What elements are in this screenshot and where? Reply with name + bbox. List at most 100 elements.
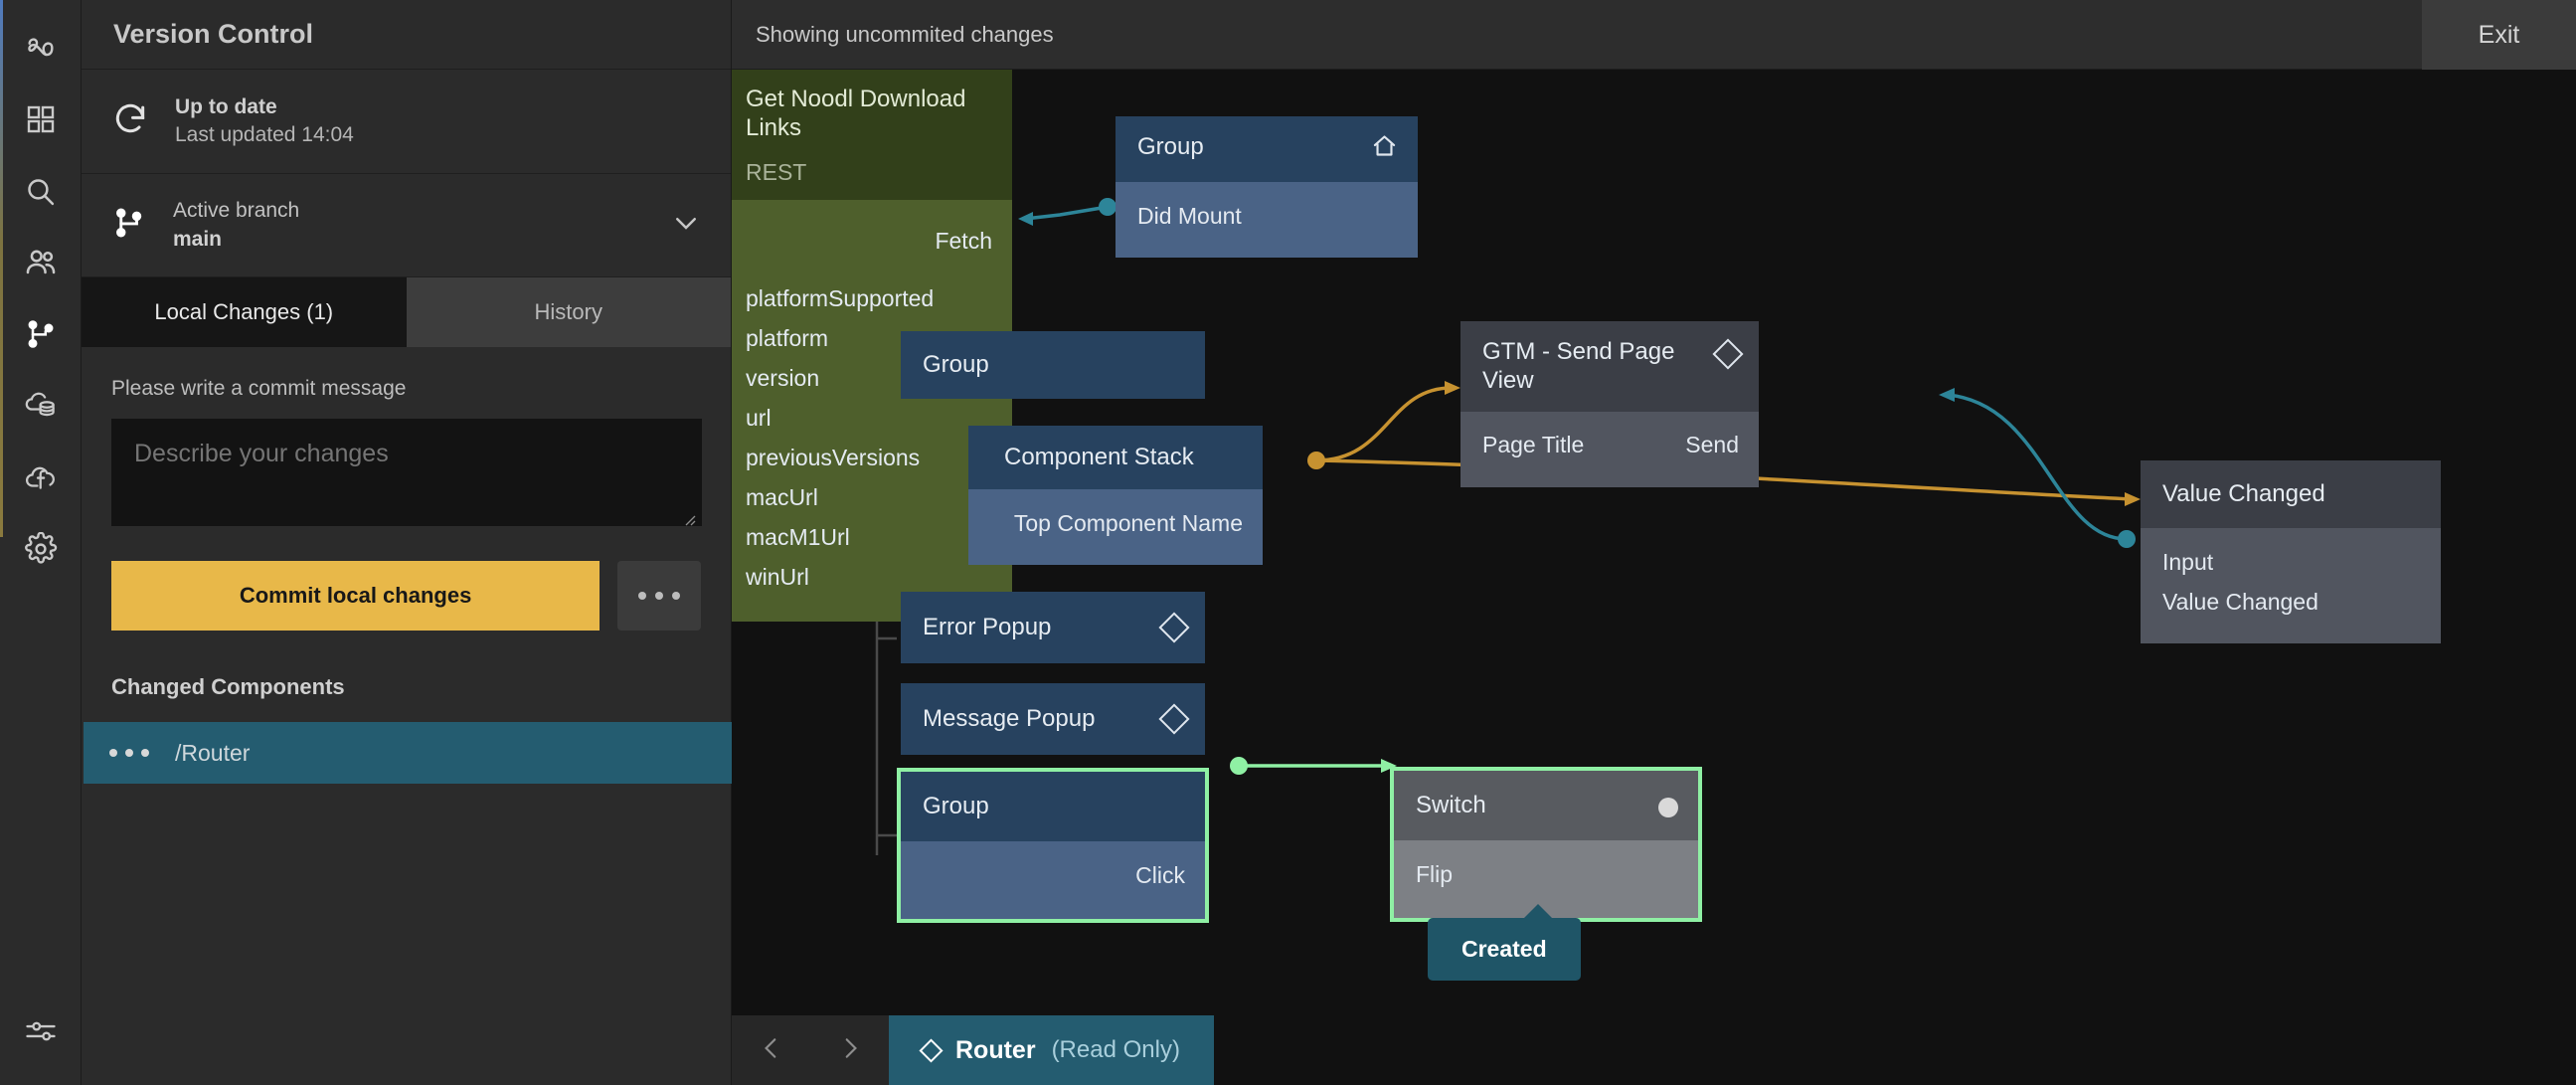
- active-branch-row[interactable]: Active branch main: [82, 174, 731, 277]
- list-item-router[interactable]: /Router: [84, 722, 732, 784]
- port-macUrl[interactable]: macUrl: [746, 484, 818, 511]
- sliders-icon[interactable]: [5, 995, 77, 1067]
- refresh-icon[interactable]: [111, 100, 149, 143]
- port-macM1Url[interactable]: macM1Url: [746, 524, 850, 551]
- dot: [141, 749, 149, 757]
- version-control-branch-icon[interactable]: [5, 298, 77, 370]
- more-options-icon[interactable]: [617, 561, 701, 631]
- read-only-badge: (Read Only): [1051, 1036, 1180, 1063]
- port-winUrl[interactable]: winUrl: [746, 564, 809, 591]
- search-icon[interactable]: [5, 155, 77, 227]
- node-title: Get Noodl Download Links: [746, 86, 966, 142]
- node-header: Group: [1116, 116, 1418, 183]
- diamond-icon: [1712, 338, 1744, 370]
- breadcrumb-item-router[interactable]: Router (Read Only): [889, 1015, 1214, 1085]
- node-header: Group: [901, 772, 1205, 841]
- node-header: Error Popup: [901, 592, 1205, 663]
- port-input[interactable]: Input: [2162, 548, 2214, 575]
- node-ports: Top Component Name: [968, 489, 1263, 565]
- list-item-label: /Router: [175, 739, 251, 766]
- node-value-changed[interactable]: Value Changed Input Value Changed: [2141, 460, 2441, 643]
- port-value-changed[interactable]: Value Changed: [2162, 588, 2318, 615]
- node-title: Group: [1137, 133, 1204, 160]
- node-title: Message Popup: [923, 705, 1096, 733]
- node-title: Switch: [1416, 792, 1486, 819]
- node-ports: Page Title Send: [1460, 411, 1759, 487]
- node-component-stack[interactable]: Component Stack Top Component Name: [968, 426, 1263, 565]
- branch-text: Active branch main: [173, 197, 299, 254]
- home-icon: [1371, 132, 1398, 166]
- node-group-3[interactable]: Group Click: [897, 768, 1209, 923]
- node-title: Value Changed: [2162, 480, 2325, 508]
- port-previousVersions[interactable]: previousVersions: [746, 445, 921, 471]
- port-label-out: Send: [1685, 432, 1739, 458]
- port-click[interactable]: Click: [1135, 861, 1185, 888]
- breadcrumb: Router (Read Only): [732, 1015, 1214, 1085]
- node-ports: Did Mount: [1116, 182, 1418, 259]
- status-badge-created: Created: [1428, 918, 1581, 981]
- commit-local-changes-button[interactable]: Commit local changes: [111, 561, 601, 631]
- port-url[interactable]: url: [746, 405, 772, 432]
- dot: [655, 592, 664, 600]
- dot: [125, 749, 133, 757]
- panel-tabs: Local Changes (1) History: [82, 277, 731, 347]
- node-title: GTM - Send Page View: [1482, 338, 1675, 395]
- port-top-component-name[interactable]: Top Component Name: [1013, 509, 1243, 536]
- node-gtm-send-page-view[interactable]: GTM - Send Page View Page Title Send: [1460, 321, 1759, 487]
- branch-value: main: [173, 227, 223, 251]
- rail-accent-stripe: [0, 0, 3, 537]
- port-flip[interactable]: Flip: [1416, 860, 1454, 887]
- dot: [109, 749, 117, 757]
- commit-input-wrap: [111, 419, 702, 531]
- port-platform[interactable]: platform: [746, 325, 829, 352]
- node-ports: Fetch platformSupported platform version…: [732, 199, 1012, 622]
- page-title: Version Control: [82, 0, 731, 70]
- node-header: GTM - Send Page View: [1460, 321, 1759, 412]
- port-version[interactable]: version: [746, 365, 820, 392]
- node-title: Component Stack: [1004, 444, 1194, 471]
- cloud-database-icon[interactable]: [5, 370, 77, 442]
- port-did-mount[interactable]: Did Mount: [1137, 202, 1242, 229]
- users-icon[interactable]: [5, 227, 77, 298]
- node-header: Message Popup: [901, 683, 1205, 755]
- chevron-left-icon[interactable]: [749, 1035, 794, 1066]
- port-fetch[interactable]: Fetch: [935, 228, 992, 255]
- version-control-panel: Version Control Up to date Last updated …: [82, 0, 732, 1085]
- node-group-2[interactable]: Group: [901, 331, 1205, 399]
- diamond-icon: [1158, 612, 1190, 643]
- exit-button[interactable]: Exit: [2422, 0, 2576, 70]
- node-error-popup[interactable]: Error Popup: [901, 592, 1205, 663]
- commit-message-label: Please write a commit message: [111, 377, 407, 400]
- port-page-title[interactable]: Page Title Send: [1460, 426, 1759, 465]
- node-header: Component Stack: [968, 426, 1263, 489]
- breadcrumb-name: Router: [955, 1035, 1036, 1064]
- cloud-function-icon[interactable]: [5, 442, 77, 513]
- diamond-icon: [919, 1037, 944, 1063]
- chevron-down-icon[interactable]: [671, 208, 701, 243]
- more-dots-icon[interactable]: [109, 749, 149, 757]
- port-platformSupported[interactable]: platformSupported: [746, 285, 935, 312]
- node-header: Value Changed: [2141, 460, 2441, 528]
- node-title: Group: [923, 793, 989, 820]
- node-graph[interactable]: Get Noodl Download Links REST Fetch plat…: [732, 70, 2576, 1085]
- components-grid-icon[interactable]: [5, 84, 77, 155]
- canvas-topbar: Showing uncommited changes Exit: [732, 0, 2576, 70]
- tab-local-changes[interactable]: Local Changes (1): [82, 277, 407, 347]
- node-ports: Click: [901, 841, 1205, 919]
- gear-icon[interactable]: [5, 513, 77, 585]
- commit-actions: Commit local changes: [111, 561, 701, 631]
- commit-message-input[interactable]: [111, 419, 702, 526]
- node-group-root[interactable]: Group Did Mount: [1116, 116, 1418, 259]
- tab-history[interactable]: History: [406, 277, 731, 347]
- node-header: Get Noodl Download Links: [732, 70, 1012, 159]
- led-icon: [1658, 797, 1678, 817]
- changed-components-heading: Changed Components: [111, 674, 345, 699]
- node-rest[interactable]: Get Noodl Download Links REST Fetch plat…: [732, 70, 1012, 622]
- node-message-popup[interactable]: Message Popup: [901, 683, 1205, 755]
- chevron-right-icon[interactable]: [827, 1035, 873, 1066]
- diamond-icon: [1158, 703, 1190, 735]
- uncommitted-changes-banner: Showing uncommited changes: [756, 21, 1054, 47]
- created-badge-arrow: [1524, 904, 1552, 918]
- node-switch[interactable]: Switch Flip: [1390, 767, 1702, 922]
- noodl-logo-icon[interactable]: [5, 12, 77, 84]
